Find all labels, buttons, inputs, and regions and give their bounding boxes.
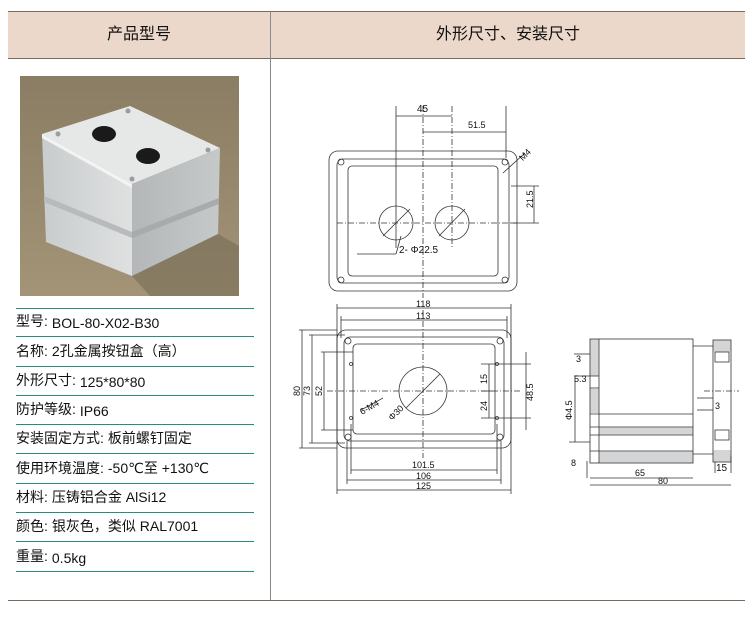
dim-118: 118 (416, 299, 430, 309)
spec-outline-size: 外形尺寸:125*80*80 (16, 367, 254, 396)
spec-weight: 重量:0.5kg (16, 542, 254, 572)
front-view-outline (336, 329, 512, 449)
dim-106: 106 (416, 471, 431, 481)
dim-side-65: 65 (635, 468, 645, 478)
dim-101-5: 101.5 (412, 460, 435, 470)
dim-side-8: 8 (571, 458, 576, 468)
dim-80: 80 (292, 386, 302, 396)
spec-list: 型号:BOL-80-X02-B30 名称:2孔金属按钮盒（高） 外形尺寸:125… (16, 308, 254, 572)
spec-sheet: 产品型号 外形尺寸、安装尺寸 (8, 11, 745, 601)
dim-phi30: Φ30 (386, 403, 405, 422)
spec-temperature: 使用环境温度:-50℃至 +130℃ (16, 454, 254, 484)
side-view-outline (589, 338, 694, 464)
dim-6-m4: 6-M4 (358, 398, 381, 417)
table-bottom-border (8, 600, 745, 601)
dim-125: 125 (416, 481, 431, 491)
product-photo (20, 76, 239, 296)
dim-holes: 2- Φ22.5 (399, 245, 439, 256)
spec-mounting: 安装固定方式:板前螺钉固定 (16, 425, 254, 455)
header-product-model: 产品型号 (106, 26, 171, 43)
header-dimensions: 外形尺寸、安装尺寸 (435, 26, 580, 43)
spec-model: 型号:BOL-80-X02-B30 (16, 308, 254, 338)
dim-52: 52 (314, 386, 324, 396)
spec-name: 名称:2孔金属按钮盒（高） (16, 337, 254, 367)
dim-51-5: 51.5 (468, 120, 486, 130)
spec-material: 材料:压铸铝合金 AlSi12 (16, 484, 254, 514)
dim-15: 15 (479, 374, 489, 384)
dim-side-3b: 3 (715, 401, 720, 411)
dim-m4: M4 (517, 147, 533, 163)
dim-side-3: 3 (576, 354, 581, 364)
table-header: 产品型号 外形尺寸、安装尺寸 (8, 11, 745, 59)
spec-color: 颜色:银灰色，类似 RAL7001 (16, 513, 254, 543)
dim-45: 45 (417, 104, 429, 115)
dim-73: 73 (302, 386, 312, 396)
dim-side-5-3: 5.3 (574, 374, 587, 384)
dim-side-15: 15 (716, 463, 728, 474)
dim-48-5: 48.5 (525, 383, 535, 401)
dimension-drawings: 45 51.5 M4 21.5 2- Φ22.5 118 113 80 73 5… (292, 104, 739, 494)
spec-protection: 防护等级:IP66 (16, 396, 254, 426)
column-divider (270, 11, 271, 601)
dim-side-80: 80 (658, 476, 668, 486)
dim-113: 113 (416, 311, 430, 321)
dim-21-5: 21.5 (525, 190, 535, 208)
dim-24: 24 (479, 401, 489, 411)
dim-side-phi4-5: Φ4.5 (564, 400, 574, 420)
